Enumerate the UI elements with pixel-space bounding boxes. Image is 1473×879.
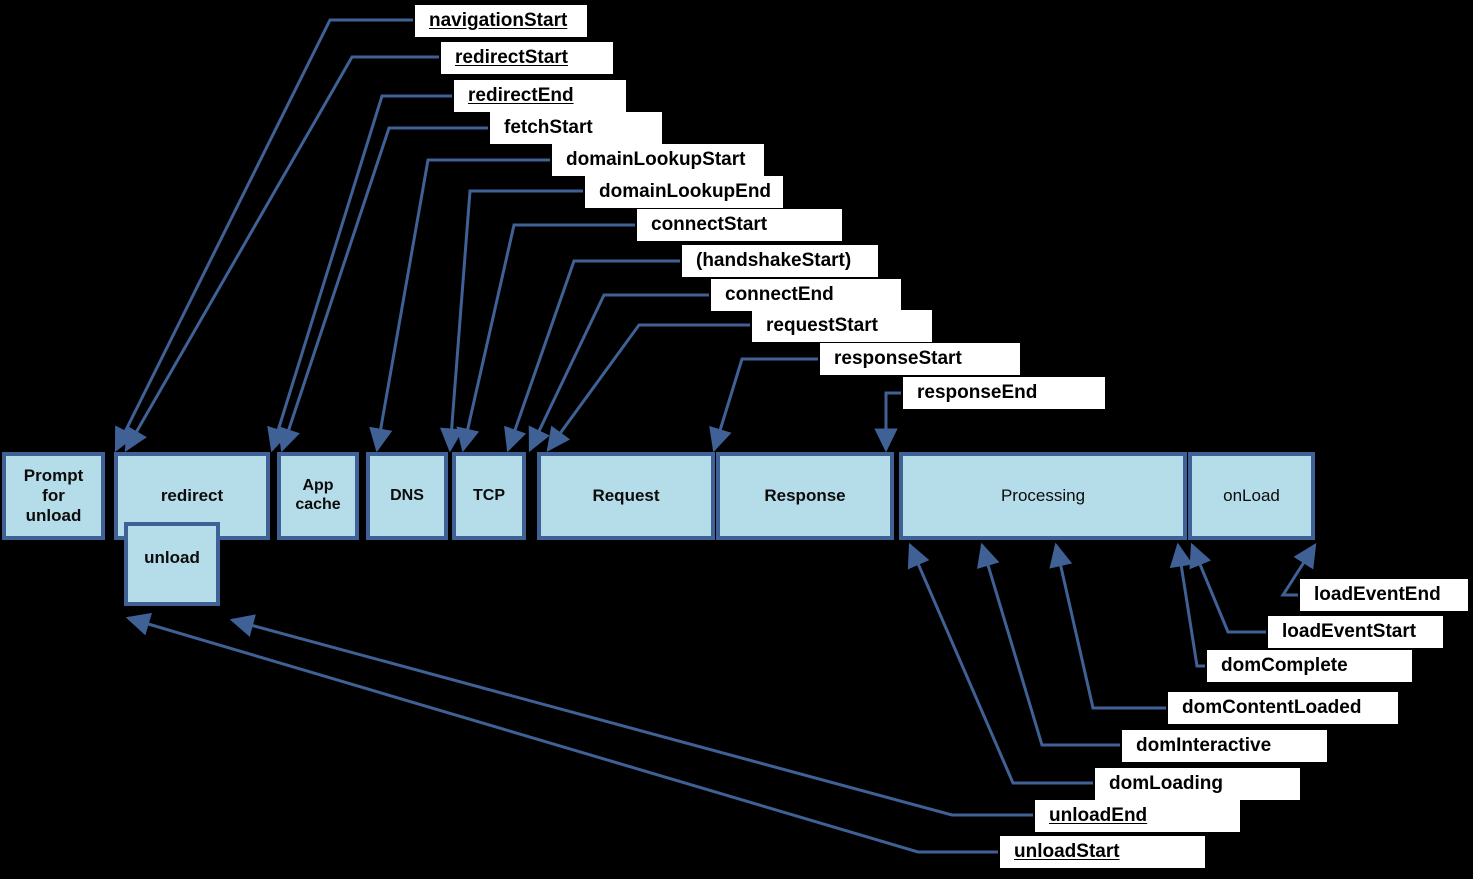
phase-processing[interactable]: Processing bbox=[899, 452, 1187, 540]
wire-domainLookupEnd bbox=[439, 189, 583, 453]
wire-responseEnd bbox=[874, 391, 901, 453]
phase-request[interactable]: Request bbox=[537, 452, 715, 540]
wire-navigationStart bbox=[114, 18, 413, 453]
label-text: fetchStart bbox=[504, 117, 593, 138]
label-requestStart[interactable]: requestStart bbox=[752, 310, 932, 342]
label-loadEventEnd[interactable]: loadEventEnd bbox=[1300, 579, 1468, 611]
label-domainLookupStart[interactable]: domainLookupStart bbox=[552, 144, 764, 176]
label-text: domContentLoaded bbox=[1182, 697, 1362, 718]
label-connectEnd[interactable]: connectEnd bbox=[711, 279, 901, 311]
label-domainLookupEnd[interactable]: domainLookupEnd bbox=[585, 176, 783, 208]
phase-response[interactable]: Response bbox=[716, 452, 894, 540]
phase-tcp[interactable]: TCP bbox=[452, 452, 526, 540]
phase-label: redirect bbox=[160, 486, 224, 505]
label-handshakeStart[interactable]: (handshakeStart) bbox=[682, 245, 878, 277]
wire-requestStart bbox=[546, 323, 750, 452]
label-redirectStart[interactable]: redirectStart bbox=[441, 42, 613, 74]
label-domInteractive[interactable]: domInteractive bbox=[1122, 730, 1327, 762]
wire-loadEventStart bbox=[1189, 542, 1266, 634]
phase-app-cache[interactable]: App cache bbox=[277, 452, 359, 540]
phase-prompt-for-unload[interactable]: Prompt for unload bbox=[2, 452, 105, 540]
wire-connectEnd bbox=[528, 293, 709, 453]
label-domComplete[interactable]: domComplete bbox=[1207, 650, 1412, 682]
wire-domLoading bbox=[907, 542, 1093, 785]
wire-fetchStart bbox=[277, 126, 488, 453]
label-text: unloadStart bbox=[1014, 841, 1120, 862]
label-text: loadEventStart bbox=[1282, 621, 1417, 642]
label-text: navigationStart bbox=[429, 10, 568, 31]
phase-label: App cache bbox=[295, 477, 341, 513]
label-unloadEnd[interactable]: unloadEnd bbox=[1035, 800, 1240, 832]
label-text: domainLookupEnd bbox=[599, 181, 772, 202]
phase-label: Request bbox=[592, 485, 660, 505]
phase-label: onLoad bbox=[1223, 485, 1280, 505]
wire-responseStart bbox=[709, 357, 818, 453]
phase-unload[interactable]: unload bbox=[124, 522, 220, 606]
phase-dns[interactable]: DNS bbox=[366, 452, 448, 540]
label-responseEnd[interactable]: responseEnd bbox=[903, 377, 1105, 409]
label-text: redirectEnd bbox=[468, 85, 574, 106]
label-domContentLoaded[interactable]: domContentLoaded bbox=[1168, 692, 1398, 724]
label-unloadStart[interactable]: unloadStart bbox=[1000, 836, 1205, 868]
label-navigationStart[interactable]: navigationStart bbox=[415, 5, 587, 37]
label-text: redirectStart bbox=[455, 47, 568, 68]
label-text: responseEnd bbox=[917, 382, 1038, 403]
label-text: domComplete bbox=[1221, 655, 1348, 676]
label-text: unloadEnd bbox=[1049, 805, 1148, 826]
wire-redirectEnd bbox=[267, 94, 452, 453]
label-responseStart[interactable]: responseStart bbox=[820, 343, 1020, 375]
wire-domInteractive bbox=[977, 542, 1120, 747]
label-redirectEnd[interactable]: redirectEnd bbox=[454, 80, 626, 112]
label-fetchStart[interactable]: fetchStart bbox=[490, 112, 662, 144]
label-loadEventStart[interactable]: loadEventStart bbox=[1268, 616, 1443, 648]
wire-domainLookupStart bbox=[369, 158, 550, 453]
wire-handshakeStart bbox=[504, 259, 680, 453]
wire-redirectStart bbox=[124, 55, 439, 453]
wire-unloadStart bbox=[125, 612, 998, 854]
label-text: loadEventEnd bbox=[1314, 584, 1441, 605]
phase-label: Processing bbox=[1000, 485, 1086, 505]
phase-label: Response bbox=[764, 485, 846, 505]
label-connectStart[interactable]: connectStart bbox=[637, 209, 842, 241]
phase-label: TCP bbox=[473, 486, 505, 504]
wire-domContentLoaded bbox=[1049, 542, 1166, 710]
label-text: connectStart bbox=[651, 214, 768, 235]
label-text: requestStart bbox=[766, 315, 878, 336]
label-text: (handshakeStart) bbox=[696, 250, 852, 271]
phase-label: unload bbox=[144, 548, 200, 567]
phase-label: DNS bbox=[390, 486, 424, 504]
phase-onload[interactable]: onLoad bbox=[1188, 452, 1315, 540]
label-domLoading[interactable]: domLoading bbox=[1095, 768, 1300, 800]
label-text: responseStart bbox=[834, 348, 962, 369]
wire-unloadEnd bbox=[229, 614, 1033, 817]
label-text: domainLookupStart bbox=[566, 149, 746, 170]
wire-domComplete bbox=[1169, 542, 1205, 668]
label-text: domLoading bbox=[1109, 773, 1223, 794]
wire-connectStart bbox=[456, 223, 635, 453]
phase-label: Prompt for unload bbox=[23, 465, 84, 526]
label-text: domInteractive bbox=[1136, 735, 1272, 756]
label-text: connectEnd bbox=[725, 284, 834, 305]
